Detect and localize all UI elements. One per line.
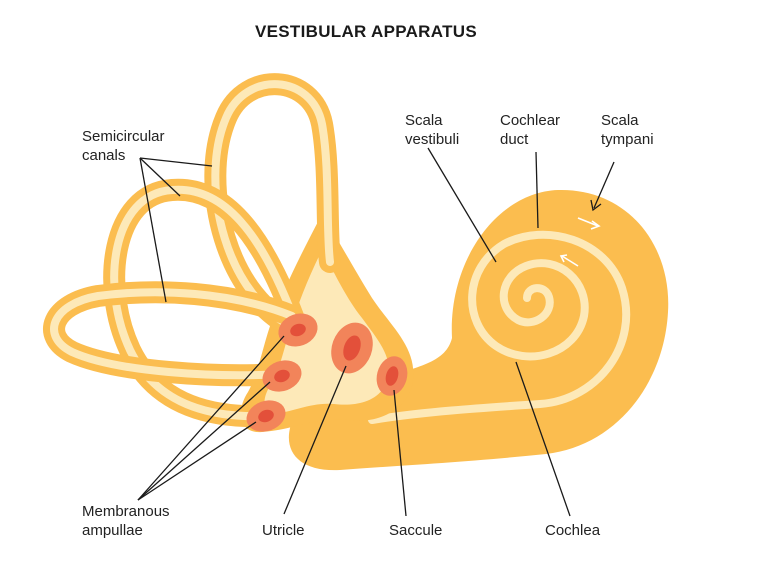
ampulla-lower-core: [258, 409, 274, 423]
leader-scala-vestibuli: [427, 147, 497, 263]
label-membranous-ampullae-line2: ampullae: [82, 522, 143, 539]
labels: Semicircular canals Scala vestibuli Coch…: [82, 112, 654, 539]
leader-canals-1: [139, 157, 213, 167]
flow-arrow-upper: [577, 217, 599, 227]
leader-ampullae-1: [137, 335, 285, 501]
flow-arrow-lower-head: [559, 254, 568, 263]
semicircular-canals: [43, 73, 341, 428]
leader-saccule: [393, 389, 407, 517]
leader-ampullae-2: [137, 381, 271, 501]
label-cochlear-duct-line1: Cochlear: [500, 112, 560, 129]
label-cochlear-duct-line2: duct: [500, 131, 529, 148]
label-scala-tympani-line1: Scala: [601, 112, 639, 129]
leader-scala-tympani: [593, 161, 615, 209]
flow-arrow-lower: [561, 255, 579, 267]
leader-cochlear-duct: [535, 151, 539, 229]
flow-arrow-upper-head: [590, 220, 601, 230]
cochlear-spiral: [368, 230, 631, 424]
label-scala-tympani-line2: tympani: [601, 131, 654, 148]
leader-lines: [137, 147, 615, 517]
saccule-organ-core: [385, 366, 399, 386]
leader-canals-2: [139, 157, 181, 197]
leader-utricle: [283, 365, 347, 515]
ampulla-upper-core: [290, 323, 306, 337]
label-utricle: Utricle: [262, 522, 305, 539]
leader-scala-tympani-head: [590, 199, 602, 212]
canal-lateral-lumen: [50, 288, 296, 380]
label-saccule: Saccule: [389, 522, 442, 539]
label-membranous-ampullae-line1: Membranous: [82, 503, 170, 520]
label-semicircular-canals-line2: canals: [82, 147, 125, 164]
leader-canals-3: [139, 157, 167, 303]
sensory-organs: [246, 313, 408, 432]
label-scala-vestibuli-line1: Scala: [405, 112, 443, 129]
leader-ampullae-3: [137, 421, 257, 501]
utricle-organ-core: [343, 335, 361, 361]
canal-posterior-lumen: [110, 185, 302, 421]
ampulla-middle-core: [274, 369, 290, 383]
canal-anterior-lumen: [211, 80, 334, 334]
leader-cochlea: [515, 361, 571, 517]
label-scala-vestibuli-line2: vestibuli: [405, 131, 459, 148]
diagram-title: VESTIBULAR APPARATUS: [255, 22, 477, 41]
label-cochlea: Cochlea: [545, 522, 601, 539]
label-semicircular-canals-line1: Semicircular: [82, 128, 165, 145]
